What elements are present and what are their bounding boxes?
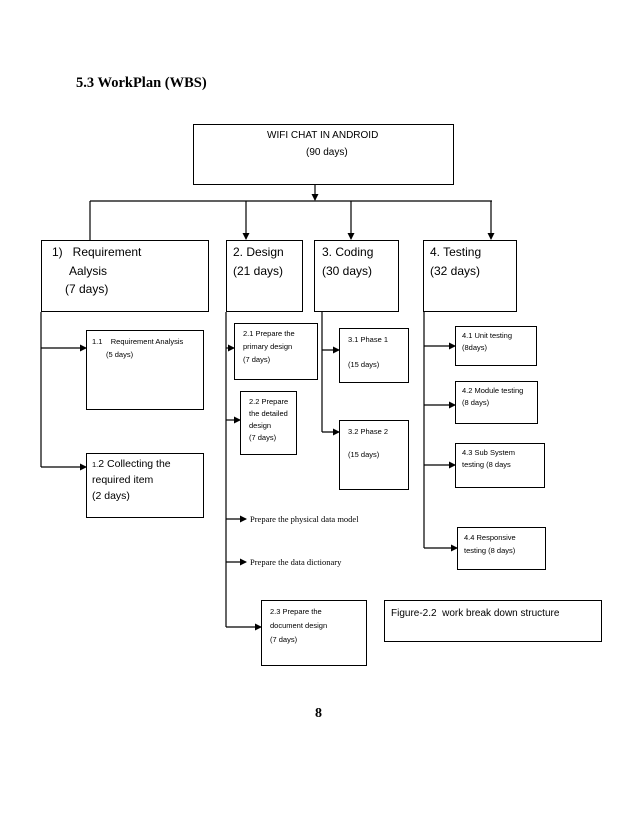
task-4-3: 4.3 Sub System testing (8 days	[455, 443, 545, 488]
task-1-2: 1.2 Collecting the required item (2 days…	[86, 453, 204, 518]
task-2-2-title: 2.2 Prepare	[249, 397, 289, 406]
task-1-1-title: 1.1 Requirement Analysis	[92, 337, 184, 346]
task-4-4-duration: testing (8 days)	[464, 546, 516, 555]
task-2-1-title2: primary design	[243, 342, 293, 351]
task-4-1-title: 4.1 Unit testing	[462, 331, 513, 340]
task-1-1-duration: (5 days)	[106, 350, 134, 359]
task-4-3-title: 4.3 Sub System	[462, 448, 515, 457]
task-1-1: 1.1 Requirement Analysis (5 days)	[86, 330, 204, 410]
task-2-3-title: 2.3 Prepare the	[270, 607, 322, 616]
task-3-1-duration: (15 days)	[348, 360, 380, 369]
task-1-2-title: 1.2 Collecting the	[92, 458, 171, 471]
phase-testing-title: 4. Testing	[430, 245, 482, 259]
task-3-1-title: 3.1 Phase 1	[348, 335, 389, 344]
item-data-dictionary: Prepare the data dictionary	[250, 557, 342, 567]
task-2-2-title3: design	[249, 421, 272, 430]
phase-testing: 4. Testing (32 days)	[423, 240, 517, 312]
task-4-4-title: 4.4 Responsive	[464, 533, 516, 542]
task-1-2-label: 2 Collecting the	[98, 458, 171, 470]
phase-requirement: 1) Requirement Aalysis (7 days)	[41, 240, 209, 312]
figure-caption-box: Figure-2.2 work break down structure	[384, 600, 602, 642]
root-node: WIFI CHAT IN ANDROID (90 days)	[193, 124, 454, 185]
task-2-1-title: 2.1 Prepare the	[243, 329, 295, 338]
task-4-1-duration: (8days)	[462, 343, 488, 352]
task-4-1: 4.1 Unit testing (8days)	[455, 326, 537, 366]
task-4-2: 4.2 Module testing (8 days)	[455, 381, 538, 424]
task-2-3: 2.3 Prepare the document design (7 days)	[261, 600, 367, 666]
task-3-1: 3.1 Phase 1 (15 days)	[339, 328, 409, 383]
item-physical-data-model: Prepare the physical data model	[250, 514, 359, 524]
task-1-2-duration: (2 days)	[92, 490, 130, 502]
phase-coding-title: 3. Coding	[322, 245, 374, 259]
task-2-2-title2: the detailed	[249, 409, 288, 418]
phase-design-duration: (21 days)	[233, 264, 284, 278]
phase-design-title: 2. Design	[233, 245, 284, 259]
phase-requirement-duration: (7 days)	[65, 282, 109, 296]
phase-design: 2. Design (21 days)	[226, 240, 303, 312]
task-2-1-duration: (7 days)	[243, 355, 271, 364]
task-4-4: 4.4 Responsive testing (8 days)	[457, 527, 546, 570]
task-3-2-title: 3.2 Phase 2	[348, 427, 389, 436]
task-4-2-title: 4.2 Module testing	[462, 386, 524, 395]
task-1-2-number: 1.	[92, 460, 99, 469]
phase-testing-duration: (32 days)	[430, 264, 481, 278]
task-4-3-duration: testing (8 days	[462, 460, 511, 469]
task-3-2-duration: (15 days)	[348, 450, 380, 459]
phase-requirement-title2: Aalysis	[69, 264, 108, 278]
task-2-1: 2.1 Prepare the primary design (7 days)	[234, 323, 318, 380]
root-title: WIFI CHAT IN ANDROID	[267, 130, 379, 141]
task-2-2-duration: (7 days)	[249, 433, 277, 442]
page-number: 8	[315, 706, 322, 721]
task-4-2-duration: (8 days)	[462, 398, 490, 407]
figure-caption: Figure-2.2 work break down structure	[391, 608, 560, 619]
task-3-2: 3.2 Phase 2 (15 days)	[339, 420, 409, 490]
task-2-3-duration: (7 days)	[270, 635, 298, 644]
task-1-2-title2: required item	[92, 474, 154, 486]
phase-requirement-title: 1) Requirement	[52, 245, 142, 259]
task-2-3-title2: document design	[270, 621, 328, 630]
page-heading: 5.3 WorkPlan (WBS)	[76, 75, 207, 91]
phase-coding-duration: (30 days)	[322, 264, 373, 278]
task-2-2: 2.2 Prepare the detailed design (7 days)	[240, 391, 297, 455]
phase-coding: 3. Coding (30 days)	[314, 240, 399, 312]
root-duration: (90 days)	[306, 147, 348, 158]
